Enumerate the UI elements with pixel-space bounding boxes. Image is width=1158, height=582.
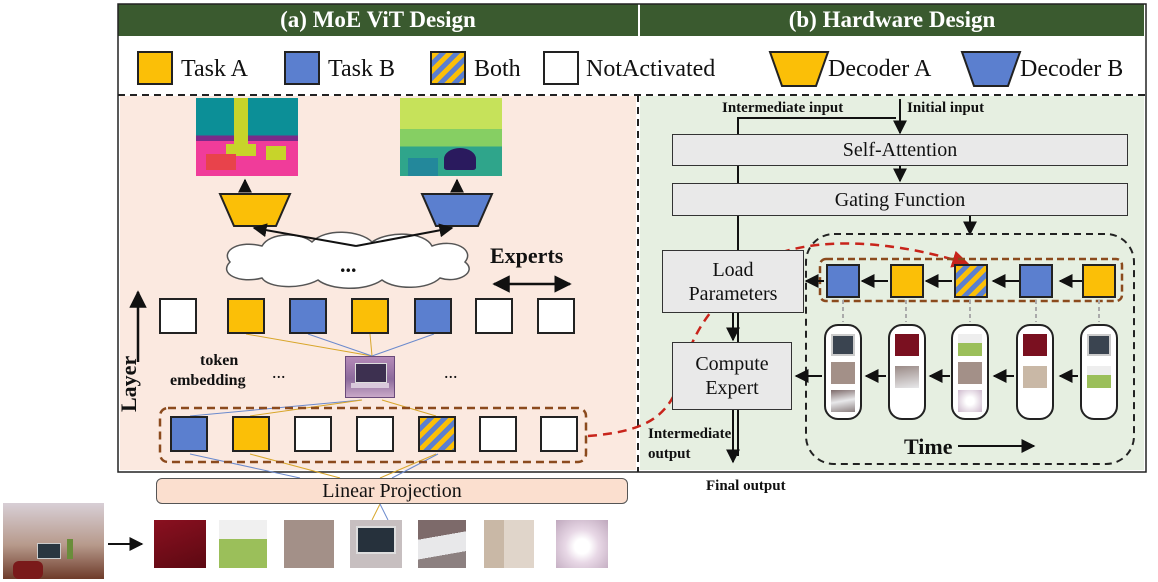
experts-label: Experts: [490, 243, 564, 268]
outer-frame: [117, 3, 1147, 473]
arrow-cloud-decoder-a: [252, 223, 357, 247]
queue-capsule-connectors: [842, 300, 1100, 322]
patch-2: [219, 520, 267, 568]
capsule-5: [1080, 324, 1118, 420]
expert-box-6: [475, 298, 513, 334]
decoder-a-shape: [218, 193, 292, 227]
expert-box-5: [414, 298, 452, 334]
compute-expert-box: Compute Expert: [672, 342, 792, 410]
patch-6: [484, 520, 534, 568]
depth-output-image: [400, 98, 502, 176]
cloud-ellipsis: ...: [340, 252, 357, 277]
legend-not-activated-swatch: [543, 51, 579, 85]
routing-lines-top: [245, 333, 435, 357]
compute-expert-line2: Expert: [705, 377, 759, 399]
queue-expert-4: [1019, 264, 1053, 298]
initial-input-label: Initial input: [907, 100, 985, 116]
load-parameters-line1: Load: [712, 258, 754, 281]
expert-box-7: [537, 298, 575, 334]
routing-lines-bottom: [189, 453, 439, 521]
token-embedding-line1: token: [200, 352, 239, 369]
arrow-cloud-decoder-b: [355, 223, 454, 247]
legend-task-b-swatch: [284, 51, 320, 85]
final-output-label: Final output: [706, 478, 786, 494]
load-parameters-line2: Parameters: [688, 282, 778, 305]
expert-box-1: [159, 298, 197, 334]
queue-expert-1: [826, 264, 860, 298]
segmentation-output-image: [196, 98, 298, 176]
token-box-2: [232, 416, 270, 452]
capsule-1: [824, 324, 862, 420]
capsule-3: [951, 324, 989, 420]
queue-expert-5: [1082, 264, 1116, 298]
capsule-2: [888, 324, 926, 420]
legend-task-a-label: Task A: [181, 56, 248, 82]
legend-task-a-swatch: [137, 51, 173, 85]
legend-decoder-a-label: Decoder A: [828, 56, 932, 82]
intermediate-input-label: Intermediate input: [722, 100, 844, 116]
expert-box-2: [227, 298, 265, 334]
token-box-6: [479, 416, 517, 452]
red-flow-curve: [587, 242, 970, 438]
intermediate-output-line1: Intermediate: [648, 426, 732, 442]
compute-expert-line1: Compute: [695, 353, 769, 375]
time-label: Time: [904, 434, 953, 459]
token-box-7: [540, 416, 578, 452]
legend-both-swatch: [430, 51, 466, 85]
legend-decoder-b-icon: [960, 51, 1022, 87]
patch-5: [418, 520, 466, 568]
load-parameters-box: Load Parameters: [662, 250, 804, 313]
capsule-4: [1016, 324, 1054, 420]
layer-label: Layer: [116, 355, 141, 412]
token-embedding-line2: embedding: [170, 372, 246, 389]
linear-projection-box: Linear Projection: [156, 478, 628, 504]
legend-decoder-a-icon: [768, 51, 830, 87]
intermediate-output-line2: output: [648, 446, 691, 462]
self-attention-box: Self-Attention: [672, 134, 1128, 166]
expert-box-4: [351, 298, 389, 334]
token-box-4: [356, 416, 394, 452]
input-image: [3, 503, 104, 579]
token-box-5: [418, 416, 456, 452]
dots-left: ...: [272, 362, 286, 382]
gating-function-box: Gating Function: [672, 183, 1128, 216]
patch-4: [350, 520, 402, 568]
token-box-1: [170, 416, 208, 452]
queue-expert-2: [890, 264, 924, 298]
legend-both-label: Both: [474, 56, 521, 82]
queue-expert-3: [954, 264, 988, 298]
legend-task-b-label: Task B: [328, 56, 395, 82]
patch-1: [154, 520, 206, 568]
legend-not-activated-label: NotActivated: [586, 56, 716, 82]
token-row-frame: [158, 406, 588, 464]
dots-right: ...: [444, 362, 458, 382]
legend-decoder-b-label: Decoder B: [1020, 56, 1124, 82]
expert-scheduler-frame: [805, 233, 1135, 465]
patch-3: [284, 520, 334, 568]
token-box-3: [294, 416, 332, 452]
patch-7: [556, 520, 608, 568]
token-laptop-image: [345, 356, 395, 398]
header-moe-vit: (a) MoE ViT Design: [118, 4, 638, 36]
decoder-b-shape: [420, 193, 494, 227]
header-hardware: (b) Hardware Design: [640, 4, 1144, 36]
expert-box-3: [289, 298, 327, 334]
